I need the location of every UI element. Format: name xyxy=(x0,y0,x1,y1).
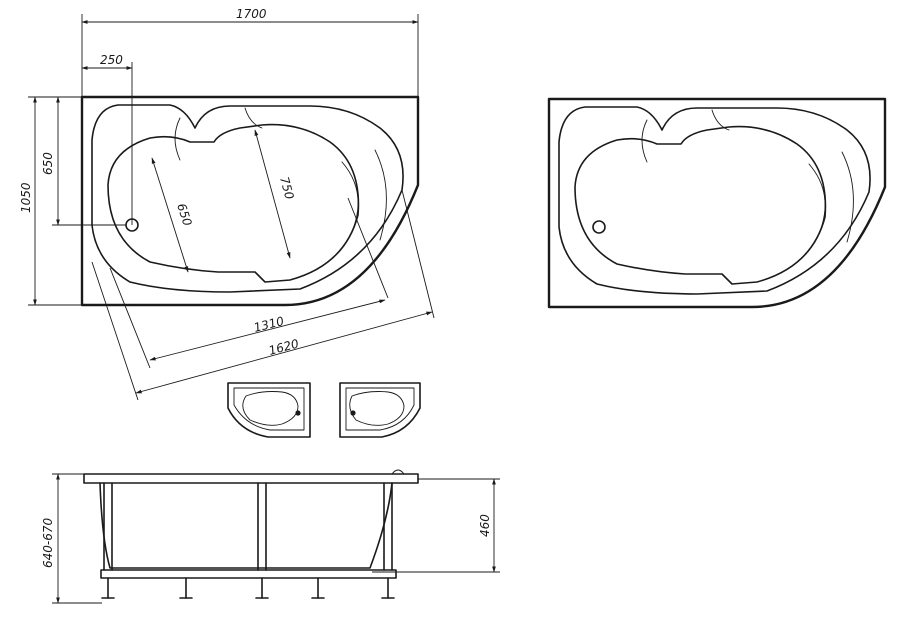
dim-label-drain-offset: 250 xyxy=(100,53,123,67)
dim-label-drain-depth: 650 xyxy=(41,152,55,175)
dim-large-bowl: 750 xyxy=(254,129,297,259)
dim-overall-width: 1050 xyxy=(19,96,82,306)
dim-label-large-bowl: 750 xyxy=(277,175,297,201)
dim-inner-length: 1310 xyxy=(109,197,389,369)
dim-label-overall-width: 1050 xyxy=(19,182,33,213)
dim-drain-depth: 650 xyxy=(41,96,126,226)
dim-overall-length: 1700 xyxy=(81,7,419,97)
dim-label-overall-length: 1700 xyxy=(236,7,267,21)
dim-label-small-bowl: 650 xyxy=(174,202,195,228)
dim-label-overall-height: 640-670 xyxy=(41,517,55,568)
plan-view-plain xyxy=(547,97,887,309)
dim-label-inner-length: 1310 xyxy=(252,314,285,335)
drain-icon xyxy=(295,410,301,416)
side-elevation xyxy=(83,469,419,599)
left-variant xyxy=(227,382,311,438)
dim-small-bowl: 650 xyxy=(151,157,195,273)
dim-label-bath-depth: 460 xyxy=(478,514,492,537)
drain-icon xyxy=(350,410,356,416)
dim-label-diagonal-length: 1620 xyxy=(267,336,300,358)
dim-diagonal-length: 1620 xyxy=(91,189,435,401)
right-variant xyxy=(339,382,421,438)
dim-overall-height: 640-670 xyxy=(41,473,102,604)
dim-drain-offset: 250 xyxy=(81,53,133,225)
drain-icon xyxy=(592,220,606,234)
dim-bath-depth: 460 xyxy=(372,478,500,573)
